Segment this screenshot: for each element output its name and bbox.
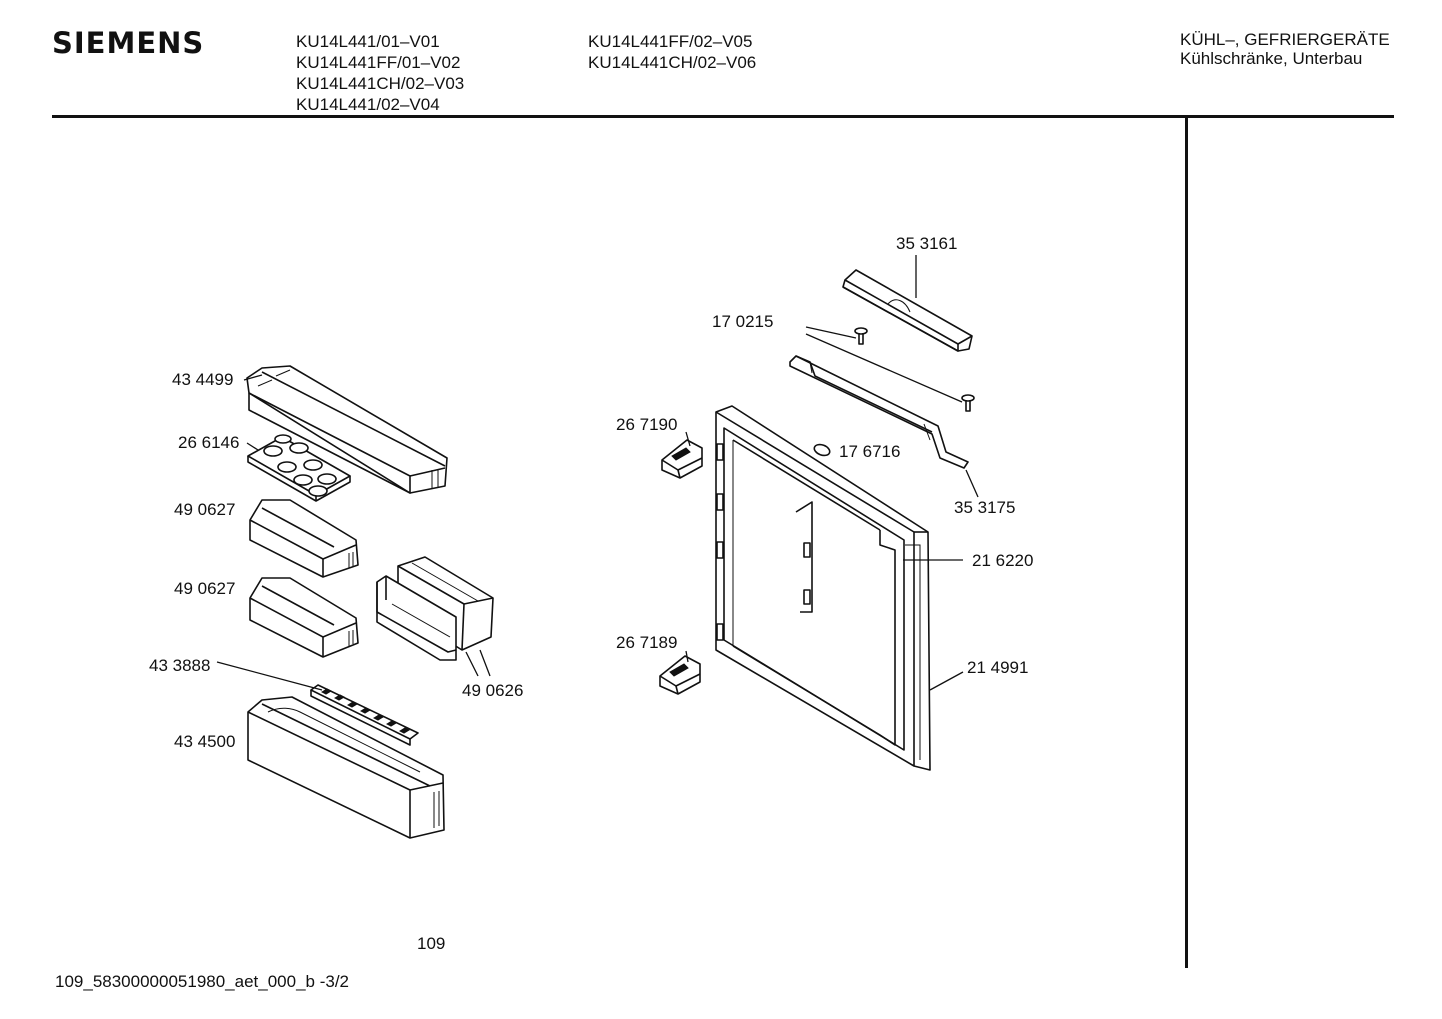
door-panel (715, 405, 931, 771)
part-label: 43 3888 (149, 656, 211, 675)
model-list-primary: KU14L441/01–V01 KU14L441FF/01–V02 KU14L4… (296, 31, 464, 115)
small-shelf-b (249, 577, 359, 658)
screw-lower (961, 394, 975, 412)
small-shelf-a (249, 499, 359, 578)
part-label: 43 4499 (172, 370, 234, 389)
model-number: KU14L441/02–V04 (296, 95, 440, 114)
part-label: 21 6220 (972, 551, 1034, 570)
product-category: KÜHL–, GEFRIERGERÄTE Kühlschränke, Unter… (1180, 30, 1390, 68)
part-label: 43 4500 (174, 732, 236, 751)
model-number: KU14L441FF/01–V02 (296, 53, 461, 72)
brand-logo: SIEMENS (52, 26, 205, 60)
model-list-secondary: KU14L441FF/02–V05 KU14L441CH/02–V06 (588, 31, 756, 73)
document-id: 109_58300000051980_aet_000_b -3/2 (55, 972, 350, 991)
category-subtitle: Kühlschränke, Unterbau (1180, 49, 1363, 68)
header-divider (52, 115, 1394, 118)
part-label: 26 7190 (616, 415, 678, 434)
egg-tray (247, 434, 351, 502)
model-number: KU14L441CH/02–V06 (588, 53, 757, 72)
part-label: 17 6716 (839, 442, 901, 461)
door-shelf-lower (247, 696, 445, 839)
screw-upper (854, 327, 868, 345)
part-label: 26 6146 (178, 433, 240, 452)
model-number: KU14L441CH/02–V03 (296, 74, 465, 93)
model-number: KU14L441FF/02–V05 (588, 32, 753, 51)
small-cap (813, 443, 831, 457)
part-label: 35 3175 (954, 498, 1016, 517)
mounting-bracket (789, 355, 969, 469)
part-label: 49 0626 (462, 681, 524, 700)
leader-lines (216, 255, 979, 691)
part-label: 21 4991 (967, 658, 1029, 677)
part-label: 35 3161 (896, 234, 958, 253)
shelf-bar (310, 684, 419, 746)
part-label: 26 7189 (616, 633, 678, 652)
part-label: 17 0215 (712, 312, 774, 331)
part-label: 49 0627 (174, 500, 236, 519)
part-label: 49 0627 (174, 579, 236, 598)
page-number: 109 (417, 934, 446, 953)
door-shelf-upper (246, 365, 448, 494)
hinge-upper (661, 439, 703, 479)
category-title: KÜHL–, GEFRIERGERÄTE (1180, 30, 1390, 49)
hinge-lower (659, 655, 701, 695)
model-number: KU14L441/01–V01 (296, 32, 440, 51)
bottle-holder (376, 556, 494, 661)
handle-cover (842, 269, 973, 352)
sidebar-divider (1185, 118, 1188, 968)
